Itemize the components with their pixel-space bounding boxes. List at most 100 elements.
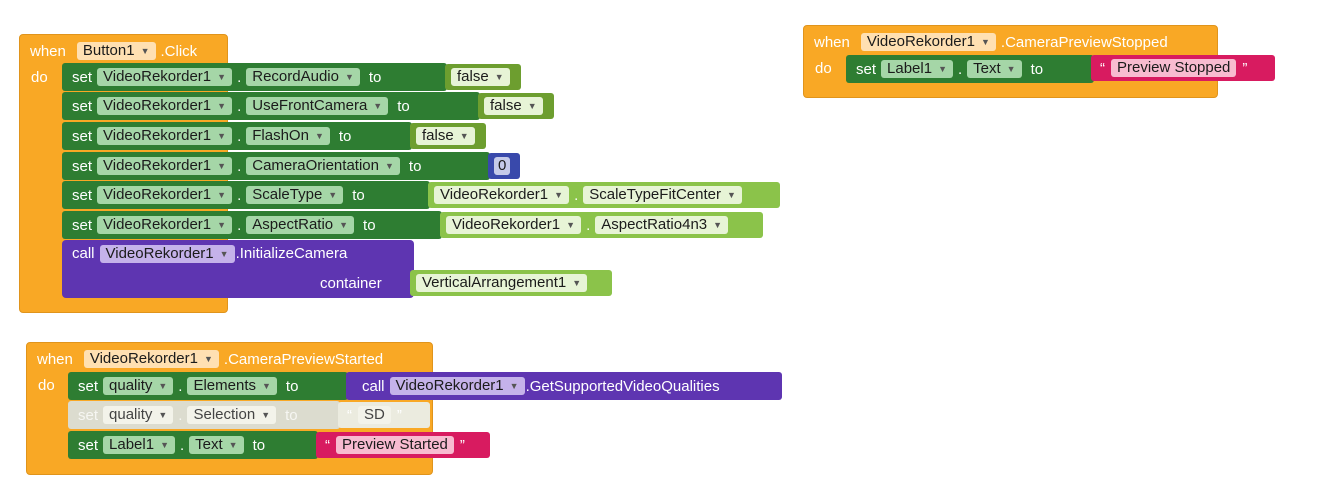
chevron-down-icon: ▼ (509, 381, 519, 391)
number-field[interactable]: 0 (494, 157, 511, 175)
property-dropdown[interactable]: Elements▼ (187, 377, 277, 395)
chevron-down-icon: ▼ (217, 190, 227, 200)
event-header: when Button1▼ .Click (30, 42, 197, 60)
chevron-down-icon: ▼ (713, 220, 723, 230)
chevron-down-icon: ▼ (981, 37, 990, 47)
component-property-block[interactable]: VideoRekorder1▼. ScaleTypeFitCenter▼ (428, 182, 780, 208)
chevron-down-icon: ▼ (261, 410, 271, 420)
property-dropdown[interactable]: Text▼ (189, 436, 244, 454)
constant-dropdown[interactable]: ScaleTypeFitCenter▼ (583, 186, 742, 204)
constant-dropdown[interactable]: AspectRatio4n3▼ (595, 216, 729, 234)
boolean-value-block[interactable]: false▼ (445, 64, 521, 90)
text-field[interactable]: Preview Started (336, 436, 454, 454)
chevron-down-icon: ▼ (339, 220, 349, 230)
property-dropdown[interactable]: RecordAudio▼ (246, 68, 360, 86)
component-dropdown[interactable]: Label1▼ (103, 436, 175, 454)
text-value-block[interactable]: “ Preview Started ” (316, 432, 490, 458)
chevron-down-icon: ▼ (228, 440, 238, 450)
component-dropdown[interactable]: Label1▼ (881, 60, 953, 78)
when-keyword: when (30, 42, 66, 60)
call-initializecamera-block[interactable]: call VideoRekorder1▼ .InitializeCamera (62, 240, 414, 298)
set-quality-selection-block-disabled[interactable]: set quality▼. Selection▼ to (68, 401, 340, 429)
chevron-down-icon: ▼ (217, 220, 227, 230)
component-block[interactable]: VerticalArrangement1▼ (410, 270, 612, 296)
chevron-down-icon: ▼ (217, 101, 227, 111)
chevron-down-icon: ▼ (344, 72, 354, 82)
call-getsupportedvideoqualities-block[interactable]: call VideoRekorder1▼ .GetSupportedVideoQ… (346, 372, 782, 400)
chevron-down-icon: ▼ (554, 190, 564, 200)
component-dropdown[interactable]: VideoRekorder1▼ (860, 33, 996, 51)
text-field[interactable]: SD (358, 406, 391, 424)
boolean-dropdown[interactable]: false▼ (484, 97, 543, 115)
property-dropdown[interactable]: FlashOn▼ (246, 127, 330, 145)
event-header: when VideoRekorder1▼ .CameraPreviewStopp… (814, 33, 1168, 51)
set-recordaudio-block[interactable]: set VideoRekorder1▼. RecordAudio▼ to (62, 63, 447, 91)
when-keyword: when (37, 350, 73, 368)
component-dropdown[interactable]: Button1▼ (76, 42, 156, 60)
boolean-value-block[interactable]: false▼ (478, 93, 554, 119)
chevron-down-icon: ▼ (726, 190, 736, 200)
chevron-down-icon: ▼ (219, 249, 229, 259)
property-dropdown[interactable]: UseFrontCamera▼ (246, 97, 389, 115)
component-dropdown[interactable]: VideoRekorder1▼ (446, 216, 582, 234)
chevron-down-icon: ▼ (527, 101, 537, 111)
event-name: .CameraPreviewStarted (223, 350, 384, 368)
number-value-block[interactable]: 0 (488, 153, 520, 179)
set-scaletype-block[interactable]: set VideoRekorder1▼. ScaleType▼ to (62, 181, 430, 209)
chevron-down-icon: ▼ (572, 278, 582, 288)
set-flashon-block[interactable]: set VideoRekorder1▼. FlashOn▼ to (62, 122, 412, 150)
component-dropdown[interactable]: VideoRekorder1▼ (97, 68, 233, 86)
chevron-down-icon: ▼ (1006, 64, 1016, 74)
chevron-down-icon: ▼ (373, 101, 383, 111)
component-dropdown[interactable]: VerticalArrangement1▼ (416, 274, 588, 292)
set-label-text-block[interactable]: set Label1▼. Text▼ to (846, 55, 1094, 83)
set-cameraorientation-block[interactable]: set VideoRekorder1▼. CameraOrientation▼ … (62, 152, 490, 180)
chevron-down-icon: ▼ (160, 440, 169, 450)
component-dropdown[interactable]: VideoRekorder1▼ (97, 216, 233, 234)
param-label-container: container (320, 275, 382, 292)
text-value-block[interactable]: “ Preview Stopped ” (1091, 55, 1275, 81)
component-dropdown[interactable]: VideoRekorder1▼ (83, 350, 219, 368)
event-name: .Click (160, 42, 198, 60)
property-dropdown[interactable]: Selection▼ (187, 406, 277, 424)
chevron-down-icon: ▼ (158, 410, 168, 420)
component-dropdown[interactable]: quality▼ (103, 377, 174, 395)
do-keyword: do (815, 60, 832, 77)
text-field[interactable]: Preview Stopped (1111, 59, 1237, 77)
set-label-text-block[interactable]: set Label1▼. Text▼ to (68, 431, 318, 459)
component-dropdown[interactable]: VideoRekorder1▼ (434, 186, 570, 204)
property-dropdown[interactable]: CameraOrientation▼ (246, 157, 400, 175)
component-dropdown[interactable]: VideoRekorder1▼ (97, 97, 233, 115)
chevron-down-icon: ▼ (566, 220, 576, 230)
chevron-down-icon: ▼ (262, 381, 271, 391)
component-dropdown[interactable]: VideoRekorder1▼ (97, 157, 233, 175)
method-name: .InitializeCamera (235, 245, 348, 262)
boolean-dropdown[interactable]: false▼ (451, 68, 510, 86)
set-quality-elements-block[interactable]: set quality▼. Elements▼ to (68, 372, 348, 400)
text-value-block-disabled[interactable]: “ SD ” (338, 402, 430, 428)
chevron-down-icon: ▼ (140, 46, 150, 56)
component-dropdown[interactable]: VideoRekorder1▼ (97, 127, 233, 145)
do-keyword: do (38, 377, 55, 394)
boolean-dropdown[interactable]: false▼ (416, 127, 475, 145)
property-dropdown[interactable]: ScaleType▼ (246, 186, 344, 204)
set-usefrontcamera-block[interactable]: set VideoRekorder1▼. UseFrontCamera▼ to (62, 92, 480, 120)
chevron-down-icon: ▼ (459, 131, 469, 141)
boolean-value-block[interactable]: false▼ (410, 123, 486, 149)
chevron-down-icon: ▼ (217, 72, 227, 82)
event-header: when VideoRekorder1▼ .CameraPreviewStart… (37, 350, 383, 368)
component-dropdown[interactable]: VideoRekorder1▼ (97, 186, 233, 204)
component-dropdown[interactable]: quality▼ (103, 406, 174, 424)
set-aspectratio-block[interactable]: set VideoRekorder1▼. AspectRatio▼ to (62, 211, 442, 239)
component-property-block[interactable]: VideoRekorder1▼. AspectRatio4n3▼ (440, 212, 763, 238)
property-dropdown[interactable]: Text▼ (967, 60, 1022, 78)
when-keyword: when (814, 33, 850, 51)
chevron-down-icon: ▼ (384, 161, 394, 171)
component-dropdown[interactable]: VideoRekorder1▼ (99, 245, 235, 263)
property-dropdown[interactable]: AspectRatio▼ (246, 216, 355, 234)
do-keyword: do (31, 69, 48, 86)
event-name: .CameraPreviewStopped (1000, 33, 1168, 51)
chevron-down-icon: ▼ (938, 64, 947, 74)
component-dropdown[interactable]: VideoRekorder1▼ (389, 377, 525, 395)
chevron-down-icon: ▼ (328, 190, 338, 200)
